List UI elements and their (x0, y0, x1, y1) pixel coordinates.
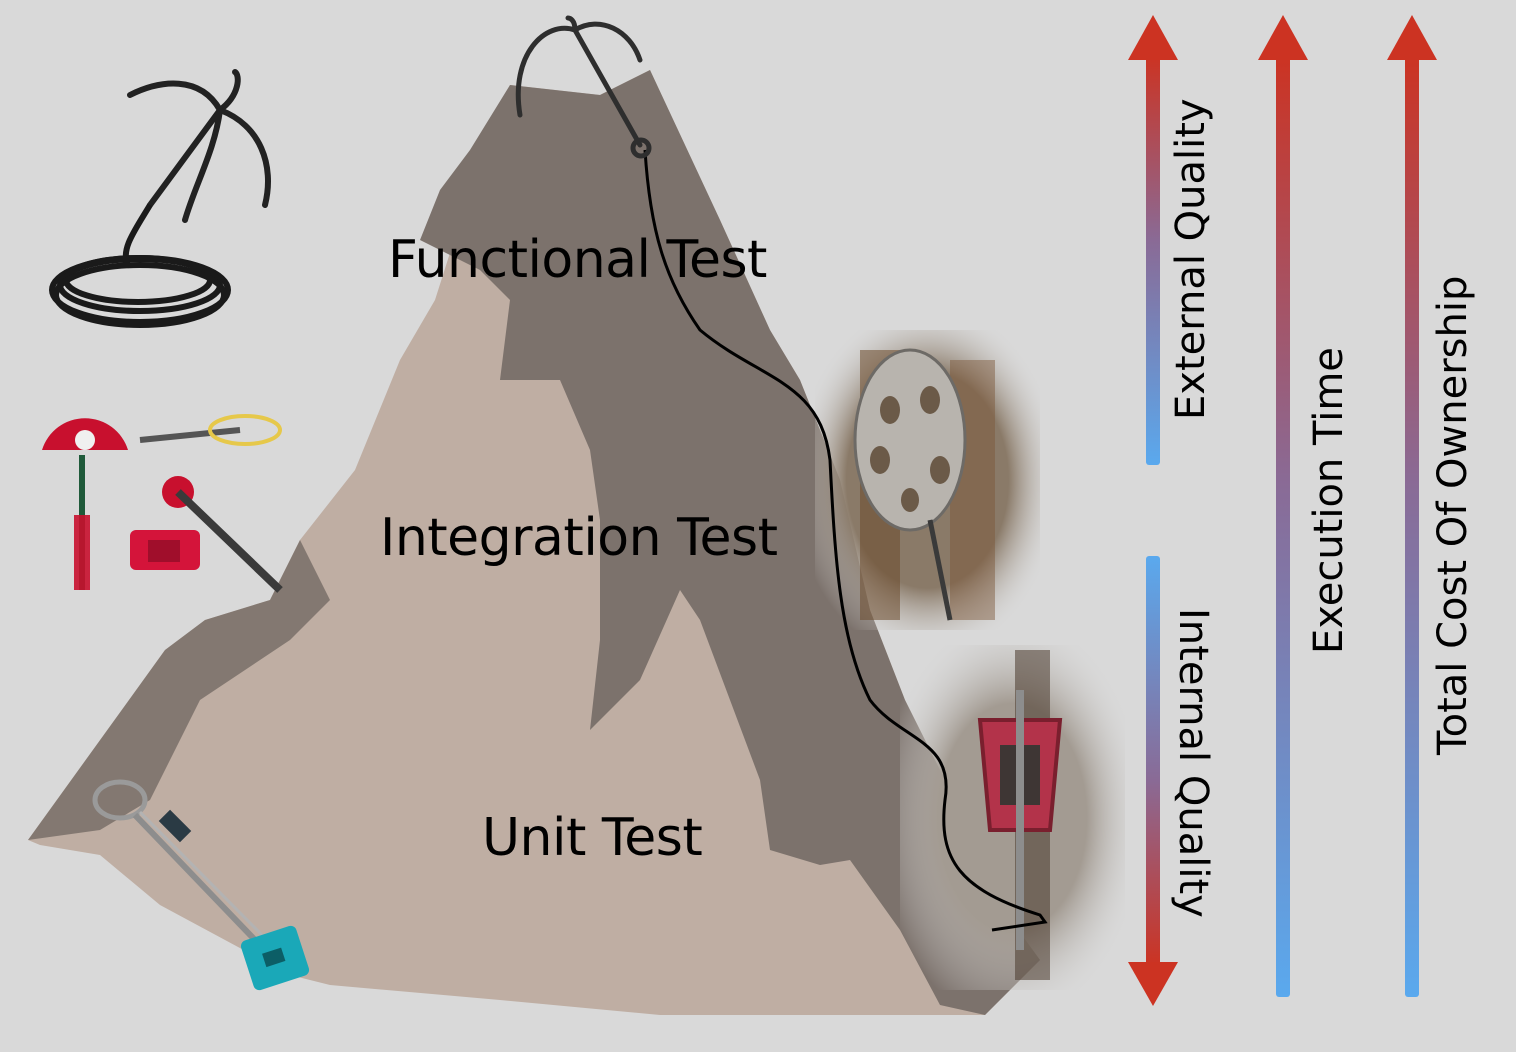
grappling-hook-icon (515, 15, 652, 159)
climbing-cams-icon (42, 414, 283, 593)
execution-time-arrow (1258, 15, 1308, 997)
total-cost-of-ownership-label: Total Cost Of Ownership (1430, 275, 1476, 755)
stopper-nut-photo (900, 645, 1125, 990)
mountain-shadow-face (420, 70, 1040, 1015)
internal-quality-label: Internal Quality (1170, 608, 1216, 918)
total-cost-of-ownership-arrow (1387, 15, 1437, 997)
climbing-rope (643, 149, 1048, 932)
execution-time-label: Execution Time (1306, 347, 1352, 654)
grappling-hook-with-rope-icon (49, 69, 271, 328)
integration-test-label: Integration Test (380, 508, 778, 568)
hexcentric-photo (815, 330, 1040, 630)
wired-nut-icon (92, 779, 310, 991)
unit-test-label: Unit Test (482, 808, 703, 868)
mountain-left-ridge (28, 540, 330, 840)
external-quality-label: External Quality (1168, 98, 1214, 420)
internal-quality-arrow (1128, 556, 1178, 1006)
external-quality-arrow (1128, 15, 1178, 465)
functional-test-label: Functional Test (388, 230, 767, 290)
